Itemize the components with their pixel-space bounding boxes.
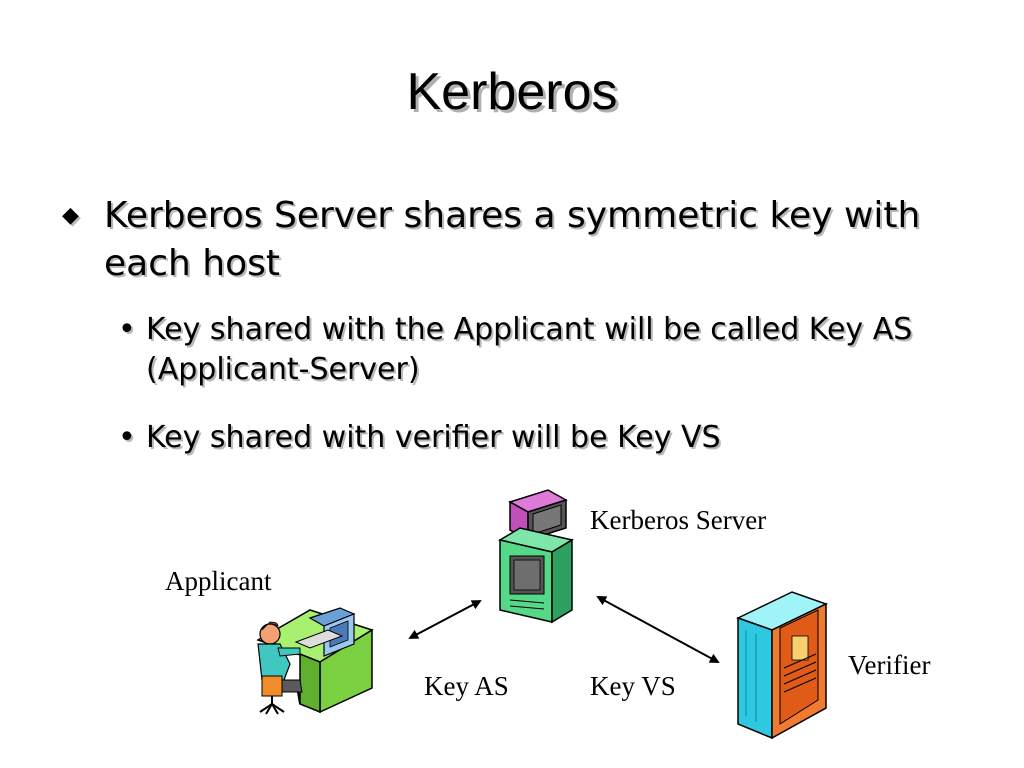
node-label-server: Kerberos Server — [590, 505, 767, 535]
diamond-bullet-icon: ◆ — [62, 203, 79, 228]
edge-label-key-as: Key AS — [424, 671, 509, 701]
dot-bullet-icon: • — [118, 420, 136, 455]
person-at-computer-desk-icon — [256, 607, 374, 715]
dot-bullet-icon: • — [118, 312, 136, 347]
sub-bullet-text: Key shared with the Applicant will be ca… — [146, 312, 913, 387]
edge-server-verifier — [596, 596, 720, 663]
edge-label-key-vs: Key VS — [590, 671, 676, 701]
node-label-applicant: Applicant — [165, 566, 272, 596]
mainframe-cabinet-icon — [736, 591, 828, 740]
sub-bullet-1: • Key shared with the Applicant will be … — [118, 310, 978, 390]
server-tower-icon — [498, 489, 574, 624]
edge-applicant-server — [408, 600, 482, 639]
sub-bullet-text: Key shared with verifier will be Key VS — [146, 420, 721, 455]
main-bullet-text: Kerberos Server shares a symmetric key w… — [104, 195, 921, 284]
main-bullet: ◆ Kerberos Server shares a symmetric key… — [62, 192, 962, 288]
node-label-verifier: Verifier — [848, 650, 931, 680]
sub-bullet-2: • Key shared with verifier will be Key V… — [118, 418, 978, 458]
slide-title: Kerberos — [406, 63, 618, 121]
